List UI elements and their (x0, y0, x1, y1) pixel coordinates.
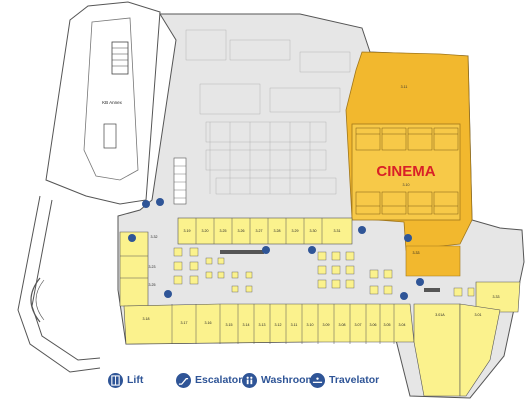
unit-label: 3.06 (370, 323, 377, 327)
legend-lift: Lift (108, 370, 143, 390)
unit-label: 3.13 (259, 323, 266, 327)
unit-label: 3.10 (307, 323, 314, 327)
unit-label: 3.29 (292, 229, 299, 233)
escalator-icon (176, 372, 191, 388)
escalator-icon (416, 278, 424, 286)
unit-label: 3.04 (399, 323, 406, 327)
lift-icon (128, 234, 136, 242)
unit-label: 3.25 (220, 229, 227, 233)
unit-label: 3.17 (181, 321, 188, 325)
escalator-icon (164, 290, 172, 298)
lift-icon (400, 292, 408, 300)
unit-label: 3.23 (149, 265, 156, 269)
travelator-icon (310, 372, 325, 388)
plan-facility-icons (128, 198, 424, 300)
top-shop-row: 3.19 3.20 3.25 3.26 3.27 3.28 3.29 3.30 … (177, 217, 353, 245)
unit-label: 3.28 (274, 229, 281, 233)
unit-label: 3.11 (291, 323, 298, 327)
legend-washroom: Washroom (242, 370, 315, 390)
unit-label: 3.19 (184, 229, 191, 233)
unit-label: 3.32 (151, 235, 158, 239)
legend-label: Travelator (329, 374, 380, 386)
right-shops: 3.33 3.33 3.01A 3.01 (405, 245, 521, 397)
cinema-area: CINEMA 3.11 3.10 (345, 51, 473, 251)
legend-label: Lift (127, 374, 144, 386)
central-kiosks (173, 247, 475, 297)
kb-annex-building: KB Annex (45, 1, 161, 205)
left-shops: 3.32 3.23 3.25 (119, 231, 158, 307)
legend-label: Escalator (195, 374, 243, 386)
unit-label: 3.27 (256, 229, 263, 233)
unit-label: 3.25 (149, 283, 156, 287)
unit-label: 3.31 (334, 229, 341, 233)
unit-label: 3.12 (275, 323, 282, 327)
washroom-icon (358, 226, 366, 234)
unit-label: 3.16 (205, 321, 212, 325)
unit-label: 3.20 (202, 229, 209, 233)
building-label: KB Annex (102, 100, 123, 105)
cinema-unit-hall: 3.10 (403, 183, 410, 187)
unit-label: 3.33 (493, 295, 500, 299)
unit-label: 3.18 (143, 317, 150, 321)
unit-label: 3.08 (339, 323, 346, 327)
cinema-unit-top: 3.11 (401, 85, 408, 89)
unit-label: 3.05 (384, 323, 391, 327)
unit-label: 3.26 (238, 229, 245, 233)
legend-label: Washroom (261, 374, 315, 386)
unit-label: 3.14 (243, 323, 250, 327)
lift-icon (404, 234, 412, 242)
escalator-markers (220, 250, 440, 292)
unit-label: 3.09 (323, 323, 330, 327)
lift-icon (108, 372, 123, 388)
unit-label: 3.15 (226, 323, 233, 327)
lift-icon (142, 200, 150, 208)
unit-label: 3.07 (355, 323, 362, 327)
legend-travelator: Travelator (310, 370, 379, 390)
cinema-title: CINEMA (376, 163, 435, 180)
legend-escalator: Escalator (176, 370, 242, 390)
washroom-icon (242, 372, 257, 388)
unit-label: 3.30 (310, 229, 317, 233)
left-walkway (17, 195, 101, 373)
travelator-icon (262, 246, 270, 254)
travelator-icon (308, 246, 316, 254)
bottom-shop-row: 3.18 3.17 3.16 3.15 3.14 3.13 3.12 3.11 … (123, 303, 415, 345)
unit-label: 3.33 (413, 251, 420, 255)
washroom-icon (156, 198, 164, 206)
unit-label: 3.01A (435, 313, 445, 317)
unit-label: 3.01 (475, 313, 482, 317)
